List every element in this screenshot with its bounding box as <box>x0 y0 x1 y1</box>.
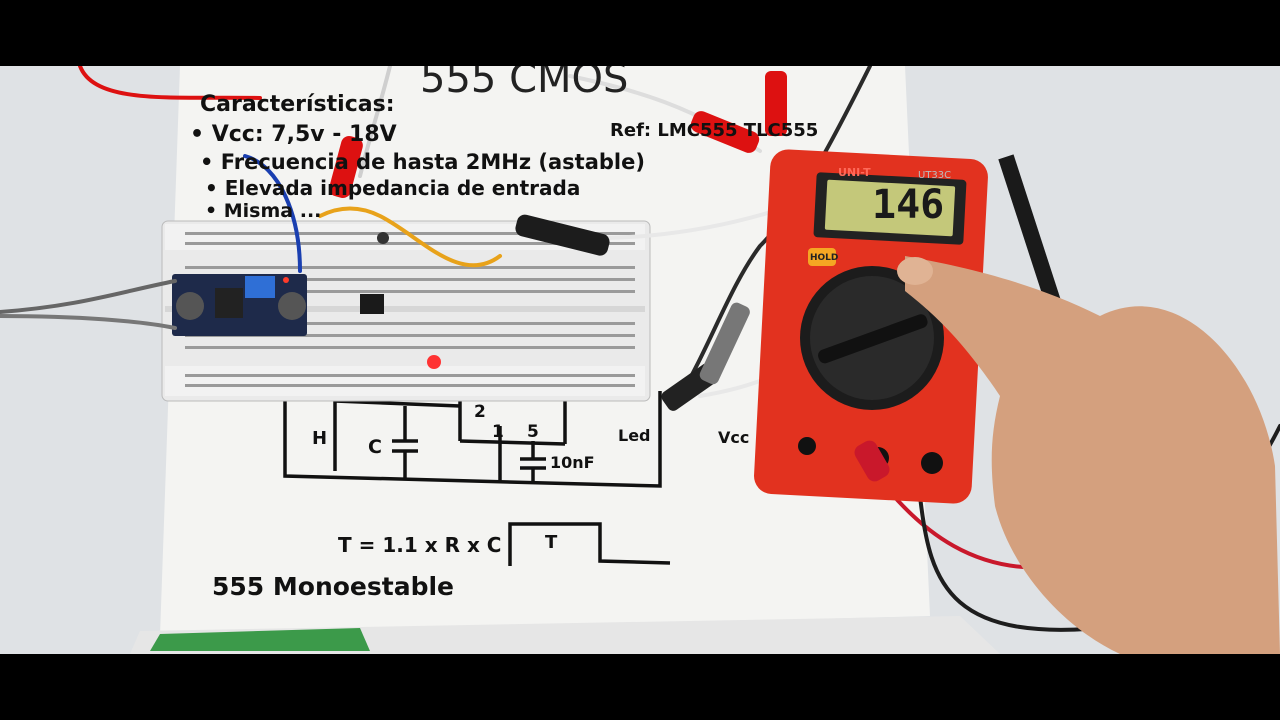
multimeter <box>754 149 988 504</box>
book-bottom <box>130 616 1000 654</box>
schematic-label-c: C <box>368 436 382 458</box>
side-label-led: Led <box>618 426 651 445</box>
multimeter-brand: UNI-T <box>838 166 871 179</box>
ic-555 <box>360 294 384 314</box>
notes-heading: Características: <box>200 92 395 117</box>
red-probe <box>854 440 890 482</box>
multimeter-hold-label: HOLD <box>810 253 839 263</box>
notes-title: 555 CMOS <box>420 66 629 102</box>
notes-line2: • Frecuencia de hasta 2MHz (astable) <box>200 150 645 174</box>
notes-line3: • Elevada impedancia de entrada <box>205 176 581 200</box>
multimeter-model: UT33C <box>918 170 952 181</box>
schematic-label-h: H <box>312 428 328 449</box>
hand <box>897 256 1280 654</box>
notes-line4: • Misma ... <box>205 200 322 222</box>
capacitor <box>377 232 389 244</box>
photo-illustration <box>0 66 1280 654</box>
notes-ref: Ref: LMC555 TLC555 <box>610 120 819 141</box>
schematic-pin-5: 5 <box>527 422 539 442</box>
side-label-vcc: Vcc <box>718 428 750 447</box>
pulse-label: T <box>545 532 558 553</box>
multimeter-reading: 146 <box>872 182 945 228</box>
photo-scene: 555 CMOS Características: • Vcc: 7,5v - … <box>0 66 1280 654</box>
gray-probe <box>699 302 750 385</box>
schematic-pin-1: 1 <box>492 422 504 442</box>
notes-footer: 555 Monoestable <box>212 572 454 601</box>
schematic-pin-2: 2 <box>474 402 486 422</box>
schematic-label-10nf: 10nF <box>550 453 595 472</box>
breadboard <box>161 220 651 402</box>
buck-converter-module <box>172 274 307 336</box>
notes-formula: T = 1.1 x R x C <box>338 533 502 557</box>
schematic-drawing <box>283 391 671 566</box>
red-led <box>427 355 441 369</box>
notes-line1: • Vcc: 7,5v - 18V <box>190 122 397 147</box>
alligator-clips <box>329 71 787 411</box>
